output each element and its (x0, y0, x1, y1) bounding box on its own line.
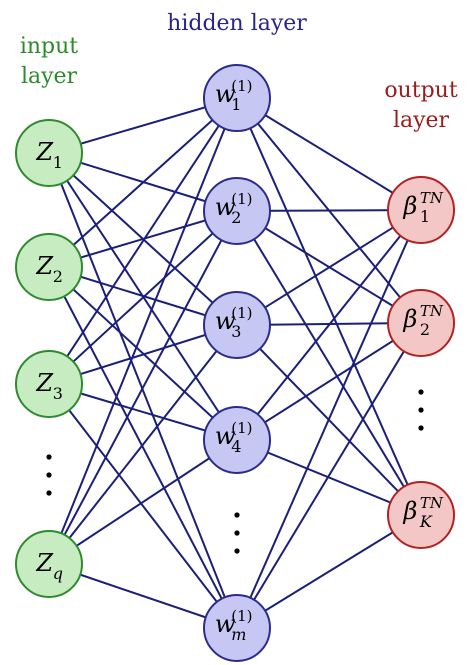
edge-input4-hidden3 (48, 324, 238, 565)
output-node-2-symbol: β (403, 305, 418, 333)
hidden-node-3: w3(1) (203, 291, 271, 359)
hidden-node-5-superscript: (1) (231, 607, 252, 625)
output-node-2-superscript: TN (420, 302, 444, 320)
hidden-layer-label: hidden layer (167, 11, 307, 36)
output-node-1-superscript: TN (420, 189, 444, 207)
input-node-1-symbol: Z (35, 138, 54, 166)
hidden-node-2-symbol: w (215, 193, 236, 221)
input-node-1-circle (15, 119, 83, 187)
hidden-node-2-superscript: (1) (231, 190, 252, 208)
edge-input2-hidden5 (48, 266, 238, 629)
edge-input2-hidden1 (48, 97, 238, 268)
output-node-2-subscript: 2 (420, 320, 430, 339)
hidden-node-4-symbol: w (215, 422, 236, 450)
hidden-node-3-superscript: (1) (231, 304, 252, 322)
hidden-node-4-subscript: 4 (231, 437, 241, 456)
hidden-node-1-circle (203, 64, 271, 132)
output-layer-label-line2: layer (393, 108, 450, 133)
hidden-node-5-subscript: m (231, 625, 246, 644)
hidden-node-1-superscript: (1) (231, 77, 252, 95)
hidden-node-1-symbol: w (215, 80, 236, 108)
input-layer-label-line1: input (20, 34, 78, 59)
output-node-3-symbol: β (403, 497, 418, 525)
hidden-ellipsis (234, 512, 240, 554)
edge-hidden4-output2 (236, 322, 422, 441)
input-node-2-symbol: Z (35, 252, 54, 280)
edge-input4-hidden2 (48, 210, 238, 565)
input-node-3-circle (15, 350, 83, 418)
edge-input4-hidden1 (48, 97, 238, 565)
hidden-node-2-circle (203, 177, 271, 245)
hidden-node-4-circle (203, 406, 271, 474)
edge-input3-hidden1 (48, 97, 238, 385)
edge-input4-hidden4 (48, 439, 238, 565)
edge-hidden1-output1 (236, 97, 422, 211)
input-node-3-symbol: Z (35, 369, 54, 397)
edge-input1-hidden5 (48, 152, 238, 629)
output-node-1-symbol: β (403, 192, 418, 220)
hidden-node-3-subscript: 3 (231, 322, 241, 341)
output-node-1-subscript: 1 (420, 207, 430, 226)
input-layer-label-line2: layer (21, 64, 78, 89)
output-node-2-circle (387, 289, 455, 357)
output-node-1-circle (387, 176, 455, 244)
output-node-3-superscript: TN (420, 494, 444, 512)
input-node-4-symbol: Z (35, 549, 54, 577)
input-node-2-subscript: 2 (53, 267, 63, 286)
hidden-node-1-subscript: 1 (231, 95, 241, 114)
hidden-node-3-circle (203, 291, 271, 359)
edge-hidden5-output1 (236, 209, 422, 629)
hidden-node-4: w4(1) (203, 406, 271, 474)
hidden-node-4-superscript: (1) (231, 419, 252, 437)
input-node-4-subscript: q (53, 564, 63, 583)
edge-hidden5-output3 (236, 514, 422, 629)
edge-hidden5-output2 (236, 322, 422, 629)
output-layer-label-line1: output (384, 78, 458, 103)
input-ellipsis (46, 454, 52, 496)
hidden-node-5: wm(1) (203, 594, 271, 662)
hidden-node-5-circle (203, 594, 271, 662)
hidden-node-1: w1(1) (203, 64, 271, 132)
input-node-2-circle (15, 233, 83, 301)
edge-hidden1-output3 (236, 97, 422, 516)
output-node-3-subscript: K (419, 512, 433, 531)
edge-input3-hidden2 (48, 210, 238, 385)
hidden-node-3-symbol: w (215, 307, 236, 335)
output-ellipsis (418, 389, 424, 431)
input-node-1-subscript: 1 (53, 153, 63, 172)
output-node-3-circle (387, 481, 455, 549)
edge-hidden2-output3 (236, 210, 422, 516)
hidden-node-2-subscript: 2 (231, 208, 241, 227)
input-node-4-circle (15, 530, 83, 598)
edge-hidden3-output1 (236, 209, 422, 326)
edge-input3-hidden5 (48, 383, 238, 629)
hidden-node-5-symbol: w (215, 610, 236, 638)
edge-hidden4-output1 (236, 209, 422, 441)
input-node-3-subscript: 3 (53, 384, 63, 403)
hidden-node-2: w2(1) (203, 177, 271, 245)
